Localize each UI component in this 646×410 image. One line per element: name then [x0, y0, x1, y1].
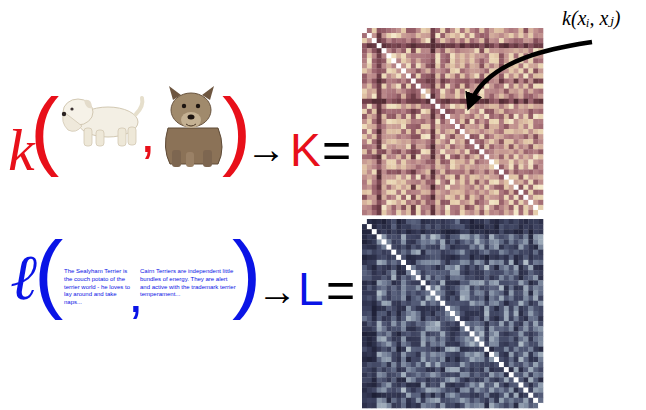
annotation-formula: k(xᵢ, xⱼ) — [562, 8, 620, 28]
matrix-name: K — [290, 127, 321, 173]
kernel-symbol: ℓ — [10, 246, 37, 310]
matrix-name: L — [298, 266, 324, 312]
dog-picture — [165, 86, 222, 167]
comma: , — [140, 105, 156, 161]
equals-sign: = — [322, 125, 351, 175]
dog-picture — [62, 98, 143, 146]
arrow-symbol: → — [246, 129, 286, 169]
equals-sign: = — [326, 265, 355, 315]
text-snippet: Cairn Terriers are independent little bu… — [140, 268, 236, 299]
kernel-matrix — [362, 28, 543, 215]
open-paren: ( — [34, 228, 63, 316]
arrow-symbol: → — [257, 271, 297, 311]
callout-arrow — [470, 42, 592, 104]
open-paren: ( — [30, 85, 59, 173]
close-paren: ) — [232, 228, 261, 316]
text-snippet: The Sealyham Terrier is the couch potato… — [64, 268, 132, 307]
kernel-matrix — [362, 219, 543, 408]
